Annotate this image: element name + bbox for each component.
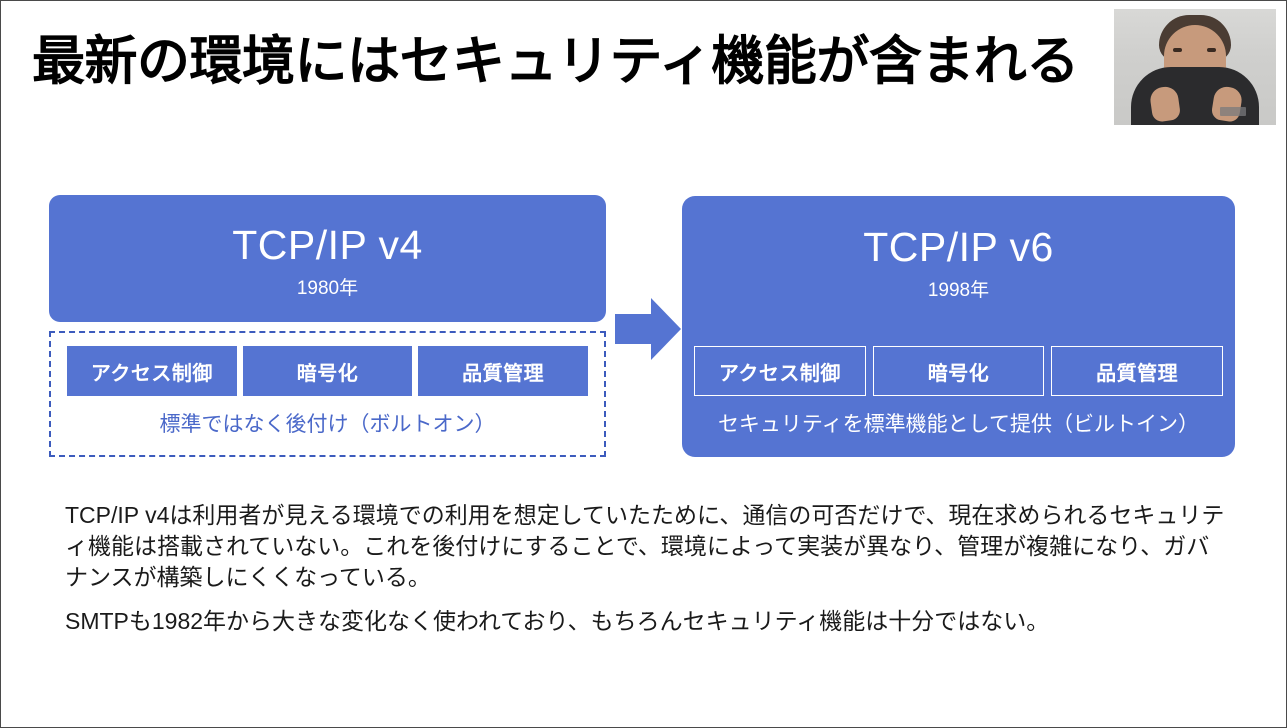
presenter-eye-left — [1173, 48, 1182, 53]
v6-caption: セキュリティを標準機能として提供（ビルトイン） — [717, 413, 1200, 436]
v4-year: 1980年 — [296, 278, 359, 299]
v4-title: TCP/IP v4 — [232, 222, 423, 268]
v6-chip-encryption: 暗号化 — [872, 346, 1045, 396]
v6-chip-quality-management: 品質管理 — [1051, 346, 1224, 396]
v6-block: TCP/IP v6 1998年 アクセス制御 暗号化 品質管理 セキュリティを標… — [682, 196, 1235, 457]
v6-feature-chip-row: アクセス制御 暗号化 品質管理 — [694, 346, 1224, 396]
body-paragraph-2: SMTPも1982年から大きな変化なく使われており、もちろんセキュリティ機能は十… — [65, 608, 1050, 634]
page-title: 最新の環境にはセキュリティ機能が含まれる — [32, 32, 1079, 91]
v4-chip-access-control: アクセス制御 — [67, 346, 237, 396]
body-paragraph-1: TCP/IP v4は利用者が見える環境での利用を想定していたために、通信の可否だ… — [65, 502, 1225, 590]
presenter-video-overlay[interactable] — [1106, 4, 1284, 135]
right-arrow-icon — [615, 298, 681, 360]
v4-caption: 標準ではなく後付け（ボルトオン） — [159, 413, 496, 436]
v4-boltmon-group: アクセス制御 暗号化 品質管理 標準ではなく後付け（ボルトオン） — [49, 331, 606, 457]
body-copy: TCP/IP v4は利用者が見える環境での利用を想定していたために、通信の可否だ… — [65, 500, 1225, 637]
presenter-eye-right — [1207, 48, 1216, 53]
v4-header-block: TCP/IP v4 1980年 — [49, 195, 606, 322]
v4-chip-quality-management: 品質管理 — [418, 346, 589, 396]
presenter-video-frame — [1114, 9, 1276, 125]
v6-year: 1998年 — [927, 280, 990, 301]
shirt-logo-icon — [1220, 107, 1246, 116]
v4-chip-encryption: 暗号化 — [242, 346, 413, 396]
v4-feature-chip-row: アクセス制御 暗号化 品質管理 — [67, 346, 589, 396]
v6-title: TCP/IP v6 — [863, 224, 1054, 270]
v6-chip-access-control: アクセス制御 — [694, 346, 866, 396]
